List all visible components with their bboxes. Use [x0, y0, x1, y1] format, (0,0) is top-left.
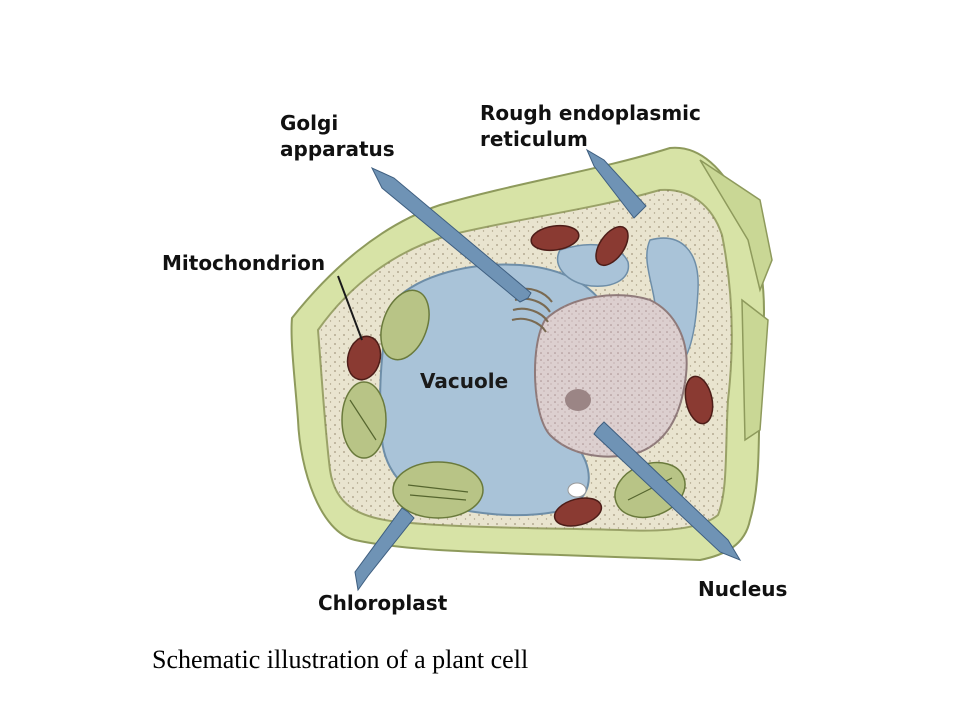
rough-er-arrow [585, 148, 647, 219]
nucleus-arrow [593, 421, 742, 562]
figure-caption: Schematic illustration of a plant cell [152, 645, 529, 674]
chloroplast [380, 289, 430, 361]
chloroplasts [341, 289, 686, 519]
vesicle [567, 482, 587, 498]
chloroplast-label: Chloroplast [318, 591, 448, 615]
chloroplast [341, 381, 387, 459]
mitochondrion-leader-line [337, 275, 363, 341]
vacuole-label: Vacuole [420, 369, 508, 393]
rough-er-label-line2: reticulum [480, 127, 588, 151]
mitochondrion [346, 335, 382, 381]
nucleus-label: Nucleus [698, 577, 787, 601]
chloroplast-arrow [354, 507, 415, 592]
golgi-label-line1: Golgi [280, 111, 338, 135]
mitochondrion [530, 224, 580, 252]
mitochondrion [553, 497, 603, 527]
chloroplast [392, 461, 484, 519]
mitochondrion [595, 225, 629, 267]
pointer-arrows [354, 148, 742, 592]
golgi-label-line2: apparatus [280, 137, 395, 161]
mitochondrion [684, 375, 714, 425]
mitochondrion-label: Mitochondrion [162, 251, 325, 275]
nucleus [534, 294, 688, 458]
rough-er-label-line1: Rough endoplasmic [480, 101, 701, 125]
golgi-arrow [370, 166, 532, 303]
nucleolus [565, 389, 591, 411]
mitochondria [346, 224, 714, 527]
